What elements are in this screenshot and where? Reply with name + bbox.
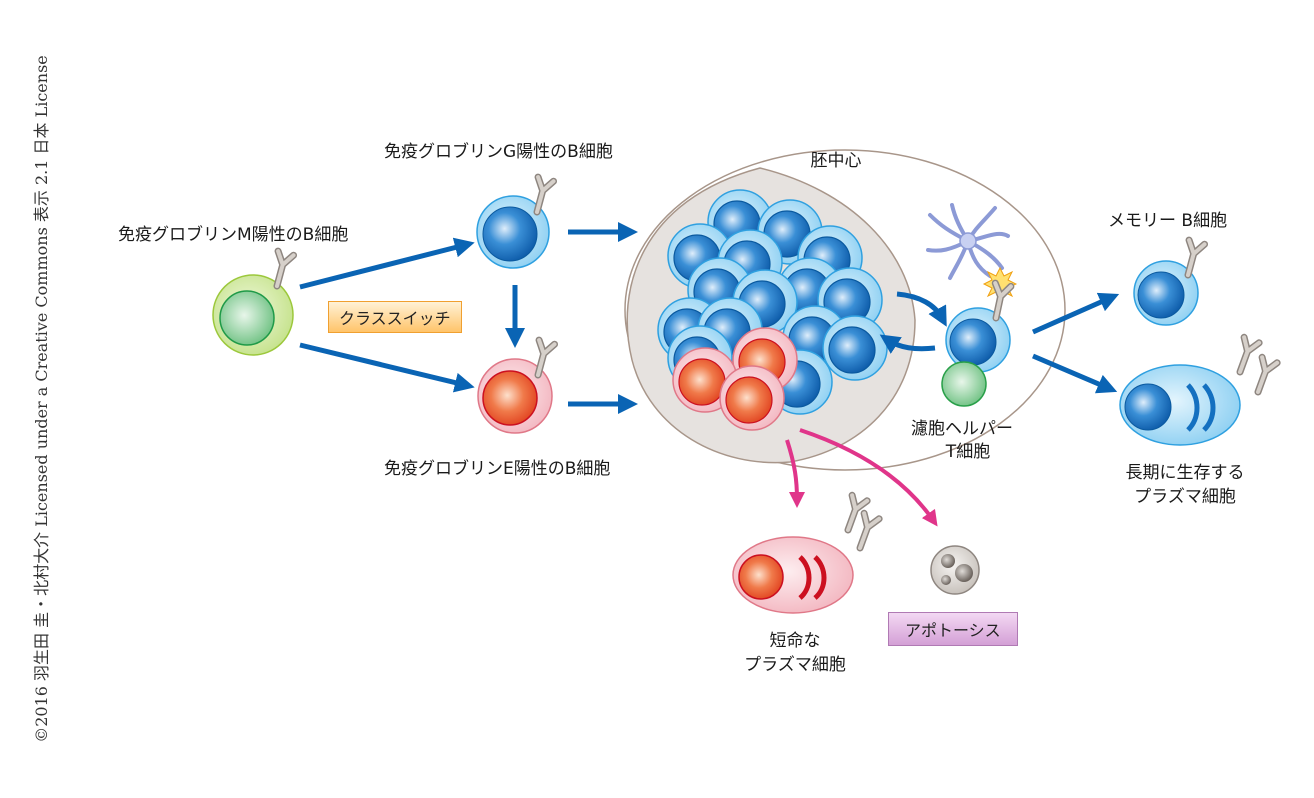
label-long-plasma-line1: 長期に生存する [1125,463,1245,483]
label-germinal-center: 胚中心 [810,151,862,171]
igm-b-cell [212,251,294,356]
label-short-plasma-line2: プラズマ細胞 [744,655,846,675]
germinal-center-b-cell [822,315,888,381]
label-ige-b-cell: 免疫グロブリンE陽性のB細胞 [384,459,611,479]
label-igg-b-cell: 免疫グロブリンG陽性のB細胞 [384,142,613,162]
apoptosis-tag: アポトーシス [888,612,1018,646]
long-lived-plasma-cell [1119,337,1277,446]
label-igm-b-cell: 免疫グロブリンM陽性のB細胞 [118,225,349,245]
label-long-plasma-line2: プラズマ細胞 [1134,487,1236,507]
label-short-plasma-line1: 短命な [769,631,821,651]
label-tfh-line2: T細胞 [945,442,991,462]
short-lived-plasma-cell [732,495,879,614]
tfh-interacting-b-cell [941,283,1011,407]
apoptotic-cell [930,545,980,595]
label-memory-b-cell: メモリー B細胞 [1108,211,1228,231]
label-tfh-line1: 濾胞ヘルパー [911,419,1013,439]
dendritic-cell-icon [926,203,1010,280]
germinal-center-cell-cluster [657,189,888,431]
ige-b-cell [477,340,555,434]
arrows-pink [785,428,938,527]
memory-b-cell [1133,240,1205,326]
copyright-notice: ©2016 羽生田 圭・北村大介 Licensed under a Creati… [32,55,51,743]
arrows-blue [299,222,1120,414]
germinal-center-ige-cell [719,365,785,431]
class-switch-tag: クラススイッチ [328,301,462,333]
igg-b-cell [476,177,554,269]
